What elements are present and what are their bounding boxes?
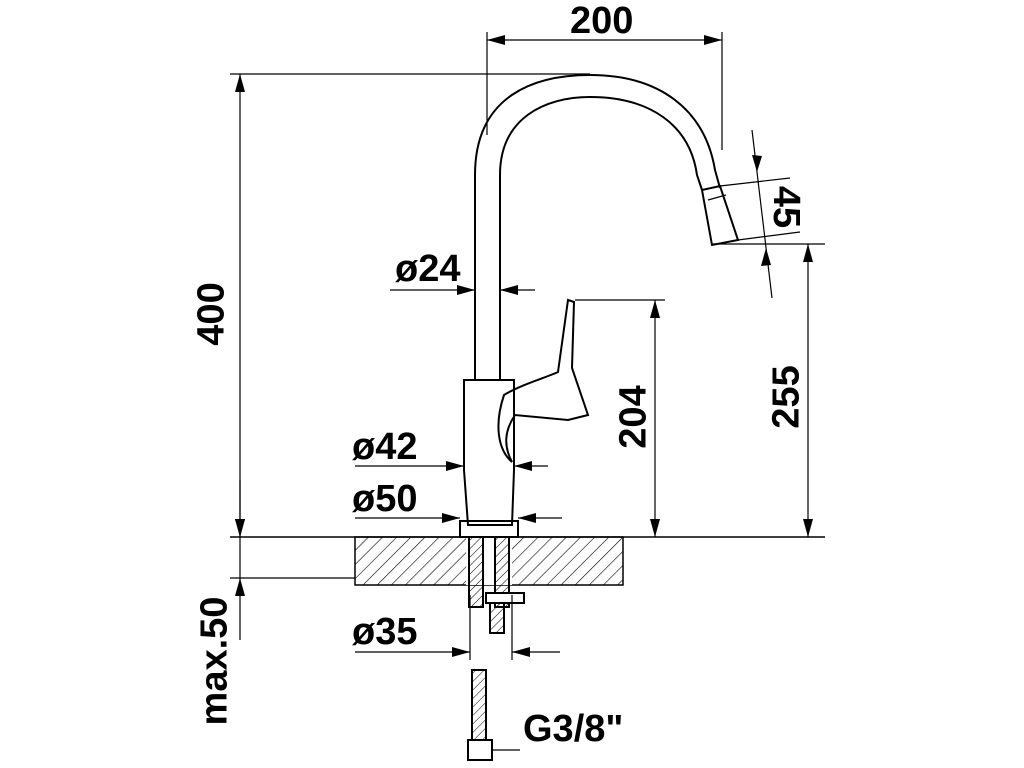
dim-body-diameter: ø42 <box>352 426 418 468</box>
dim-hole-diameter: ø35 <box>352 611 418 653</box>
dim-spout-clearance: 255 <box>765 365 808 429</box>
dim-handle-height: 204 <box>612 385 655 449</box>
faucet-outline <box>459 73 740 761</box>
countertop <box>230 536 825 586</box>
dim-width-total: 200 <box>570 0 634 42</box>
dim-spout-diameter: ø24 <box>395 248 461 290</box>
dimension-arrows <box>235 35 813 657</box>
hose-thread-label: G3/8" <box>523 708 624 750</box>
dim-spout-drop: 45 <box>765 185 808 229</box>
dim-height-total: 400 <box>190 282 233 346</box>
dim-base-diameter: ø50 <box>352 478 418 520</box>
dimension-lines <box>230 32 825 751</box>
dim-countertop-thickness: max.50 <box>193 596 236 726</box>
